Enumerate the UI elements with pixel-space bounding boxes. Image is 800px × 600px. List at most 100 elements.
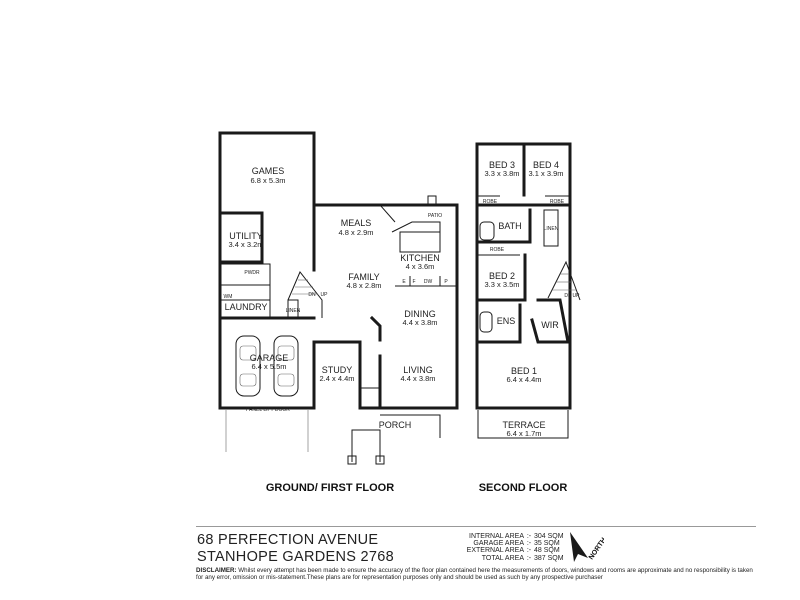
linen-cupboard <box>543 209 559 247</box>
fixture-label: DW <box>424 279 433 285</box>
area-value: 48 SQM <box>534 547 560 555</box>
room-label: GARAGE <box>250 353 289 363</box>
room-label: LAUNDRY <box>225 302 268 312</box>
area-label: INTERNAL AREA <box>469 533 524 540</box>
room-dimension: 4.4 x 3.8m <box>402 318 437 327</box>
north-arrow-icon: NORTH <box>570 532 604 562</box>
disclaimer-text: Whilst every attempt has been made to en… <box>196 567 753 581</box>
room-label: PATIO <box>428 213 442 219</box>
room-dimension: 4 x 3.6m <box>406 262 435 271</box>
divider <box>196 526 756 527</box>
room-dimension: 3.3 x 3.5m <box>484 280 519 289</box>
shower <box>479 311 493 333</box>
fixture-label: P <box>444 279 448 285</box>
ground-floor-plan: GAMES 6.8 x 5.3m UTILITY 3.4 x 3.2m PWDR… <box>218 131 459 494</box>
room-label: BED 4 <box>533 160 559 170</box>
area-value: 387 SQM <box>534 554 564 562</box>
room-label: BATH <box>498 221 521 231</box>
room-label: MEALS <box>341 218 372 228</box>
room-label: UTILITY <box>229 231 263 241</box>
room-dimension: 6.4 x 1.7m <box>506 429 541 438</box>
room-dimension: 4.8 x 2.9m <box>338 228 373 237</box>
wall <box>475 142 572 410</box>
address-line-2: STANHOPE GARDENS 2768 <box>197 549 395 565</box>
room-label: ROBE <box>490 247 505 253</box>
stair-label: UP <box>573 293 581 299</box>
fixture-label: E <box>402 279 406 285</box>
room-dimension: 2.4 x 4.4m <box>319 374 354 383</box>
wall <box>369 315 382 342</box>
room-label: LINEN <box>286 308 301 314</box>
room-label: ENS <box>497 316 516 326</box>
room-label: PWDR <box>244 270 260 276</box>
room-label: GAMES <box>252 166 285 176</box>
area-value: 304 SQM <box>534 533 564 540</box>
pillar <box>375 455 385 465</box>
stair-label: DN <box>308 292 316 298</box>
room-label: ROBE <box>483 199 498 205</box>
room-dimension: 6.4 x 5.5m <box>251 362 286 371</box>
room-label: KITCHEN <box>400 253 440 263</box>
fixture-label: PANEL LIFT DOOR <box>246 407 290 413</box>
room-label: PORCH <box>379 420 412 430</box>
area-label: EXTERNAL AREA <box>466 547 524 555</box>
area-row: INTERNAL AREA:-304 SQM <box>460 533 578 540</box>
room-label: TERRACE <box>502 420 545 430</box>
room-label: LIVING <box>403 365 433 375</box>
wall <box>475 253 527 302</box>
wall <box>218 211 264 264</box>
car <box>273 335 299 397</box>
area-label: TOTAL AREA <box>481 554 524 562</box>
stair <box>547 260 581 301</box>
wall <box>530 298 570 344</box>
linen-cupboard <box>287 299 299 319</box>
wall <box>475 208 532 244</box>
room-label: ROBE <box>550 199 565 205</box>
room-label: DINING <box>404 309 436 319</box>
car <box>235 335 261 397</box>
kitchen-island-top <box>399 231 441 253</box>
wall <box>312 340 382 410</box>
fixture-label: WM <box>224 294 233 300</box>
floor-title: SECOND FLOOR <box>479 482 568 494</box>
area-label: GARAGE AREA <box>473 540 524 548</box>
room-label: STUDY <box>322 365 353 375</box>
area-row: EXTERNAL AREA:-48 SQM <box>460 547 578 554</box>
stair <box>287 271 323 318</box>
room-dimension: 3.4 x 3.2m <box>228 240 263 249</box>
room-dimension: 3.1 x 3.9m <box>528 169 563 178</box>
patio-door <box>379 204 396 223</box>
fixture-label: F <box>412 279 415 285</box>
room-label: LINEN <box>544 226 559 232</box>
area-summary: INTERNAL AREA:-304 SQM GARAGE AREA:-35 S… <box>460 533 578 562</box>
area-row: GARAGE AREA:-35 SQM <box>460 540 578 547</box>
stair-label: DN <box>564 293 572 299</box>
room-label: BED 1 <box>511 366 537 376</box>
floor-title: GROUND/ FIRST FLOOR <box>266 482 394 494</box>
path <box>351 429 381 462</box>
area-value: 35 SQM <box>534 540 560 548</box>
room-dimension: 4.4 x 3.8m <box>400 374 435 383</box>
disclaimer-label: DISCLAIMER: <box>196 567 237 574</box>
room-label: WIR <box>541 320 559 330</box>
stair-label: UP <box>321 292 329 298</box>
disclaimer: DISCLAIMER: Whilst every attempt has bee… <box>196 567 756 581</box>
terrace-edge <box>477 410 569 439</box>
room-dimension: 6.4 x 4.4m <box>506 375 541 384</box>
wall <box>475 303 522 344</box>
room-dimension: 3.3 x 3.8m <box>484 169 519 178</box>
address-line-1: 68 PERFECTION AVENUE <box>197 532 379 548</box>
pillar <box>347 455 357 465</box>
room-dimension: 4.8 x 2.8m <box>346 281 381 290</box>
second-floor-plan: BED 3 3.3 x 3.8m BED 4 3.1 x 3.9m ROBE R… <box>475 142 581 494</box>
kitchen-island <box>391 221 441 248</box>
north-label: NORTH <box>588 537 604 561</box>
bathtub <box>479 221 495 241</box>
room-label: BED 2 <box>489 271 515 281</box>
area-row: TOTAL AREA:-387 SQM <box>460 555 578 562</box>
room-dimension: 6.8 x 5.3m <box>250 176 285 185</box>
room-label: BED 3 <box>489 160 515 170</box>
bbq <box>427 195 437 206</box>
porch-edge <box>380 414 441 438</box>
